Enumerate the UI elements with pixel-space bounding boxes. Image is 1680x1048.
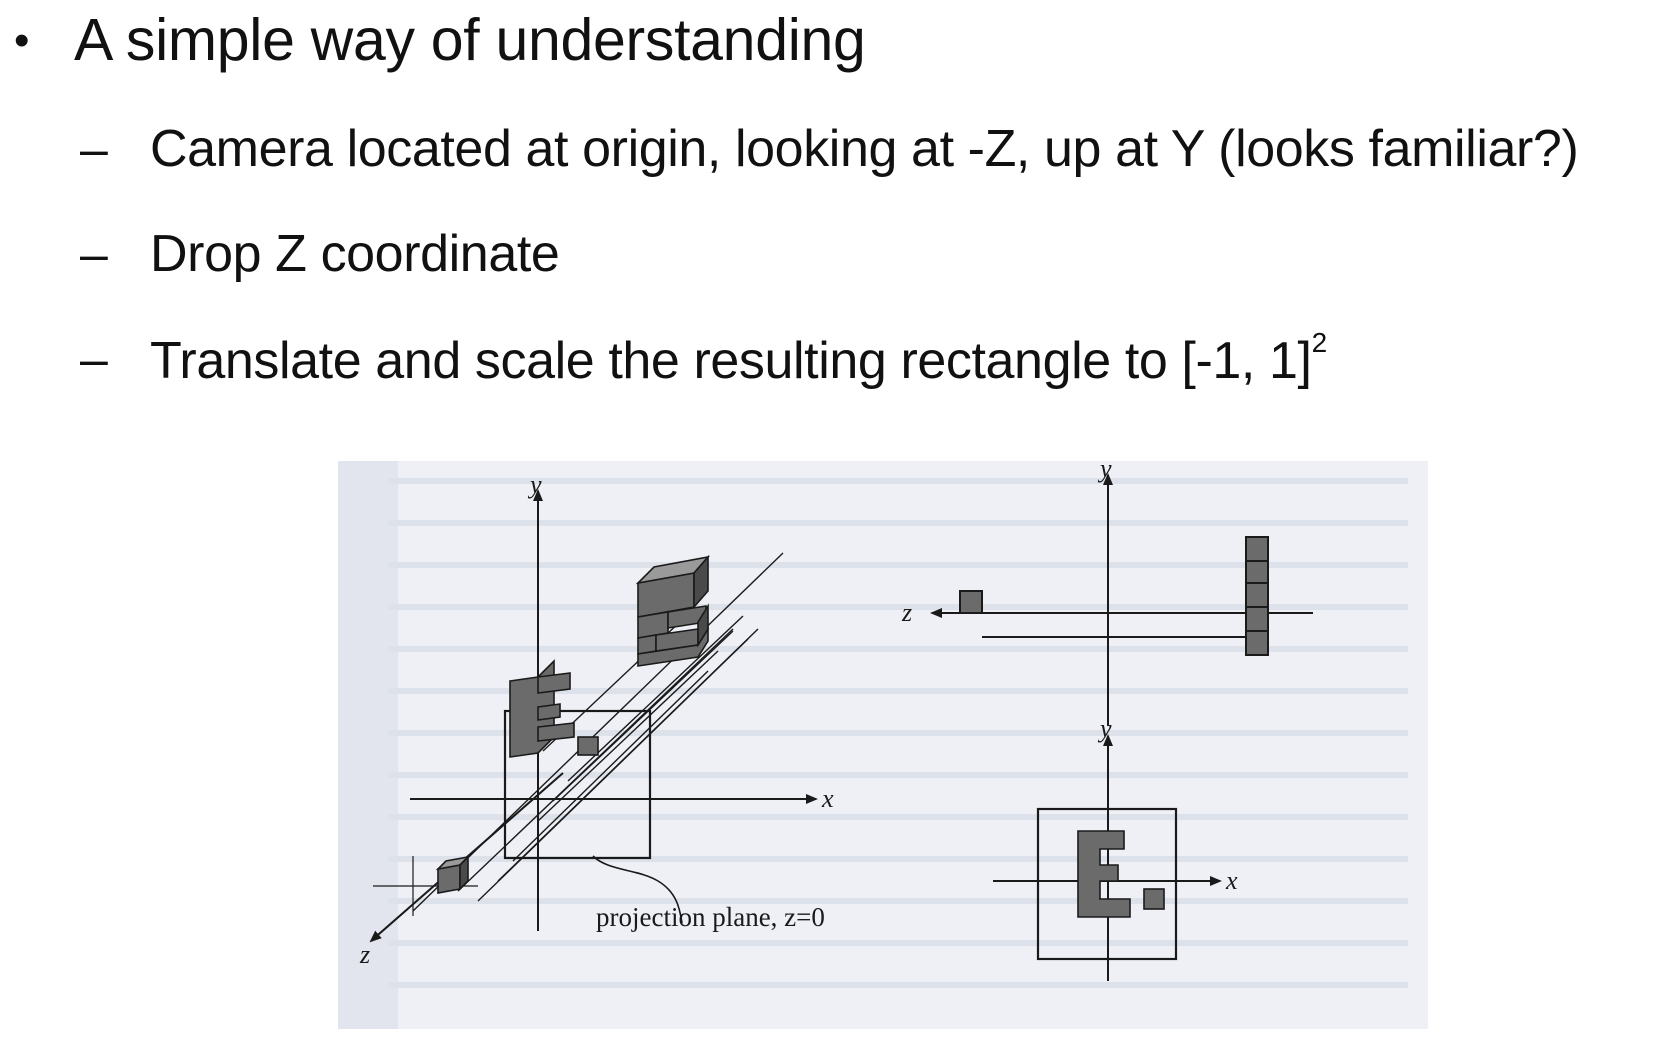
subpoint-text: Translate and scale the resulting rectan…	[150, 327, 1327, 391]
subpoint-drop-z: – Drop Z coordinate	[80, 218, 560, 290]
superscript: 2	[1311, 327, 1328, 358]
bullet-dot: •	[14, 16, 30, 65]
dash-icon: –	[80, 121, 108, 177]
subpoint-text-main: Translate and scale the resulting rectan…	[150, 332, 1312, 390]
axis-label-y-side: y	[1097, 461, 1112, 483]
perspective-view	[369, 489, 818, 943]
axis-label-y-front: y	[1097, 714, 1112, 743]
main-bullet: • A simple way of understanding	[14, 0, 866, 80]
projected-e	[509, 659, 599, 758]
near-cube	[435, 855, 471, 894]
scan-shadow	[338, 461, 398, 1029]
axis-label-y-left: y	[527, 470, 542, 499]
dash-icon: –	[80, 331, 108, 387]
dash-icon: –	[80, 226, 108, 282]
caption-leader	[592, 855, 683, 924]
axis-label-x-front: x	[1225, 866, 1238, 895]
subpoint-translate: – Translate and scale the resulting rect…	[80, 323, 1327, 395]
subpoint-camera: – Camera located at origin, looking at -…	[80, 113, 1579, 185]
projection-figure: y x z projection plane, z=0 y z	[338, 454, 1428, 1029]
projector-lines	[412, 552, 784, 912]
front-e	[1077, 830, 1165, 918]
axis-label-z-left: z	[359, 940, 370, 969]
subpoint-text: Camera located at origin, looking at -Z,…	[150, 120, 1579, 178]
plane-caption: projection plane, z=0	[596, 902, 825, 932]
projection-diagram: y x z projection plane, z=0 y z	[338, 454, 1428, 1029]
projection-plane	[503, 709, 652, 860]
side-e-bar	[1245, 536, 1269, 656]
bullet-text: A simple way of understanding	[74, 7, 866, 73]
subpoint-text: Drop Z coordinate	[150, 225, 560, 283]
axis-label-x-left: x	[821, 784, 834, 813]
side-cube	[959, 590, 983, 614]
object-e-3d	[635, 554, 711, 667]
axis-label-z-side: z	[901, 598, 912, 627]
side-view	[930, 473, 1313, 726]
